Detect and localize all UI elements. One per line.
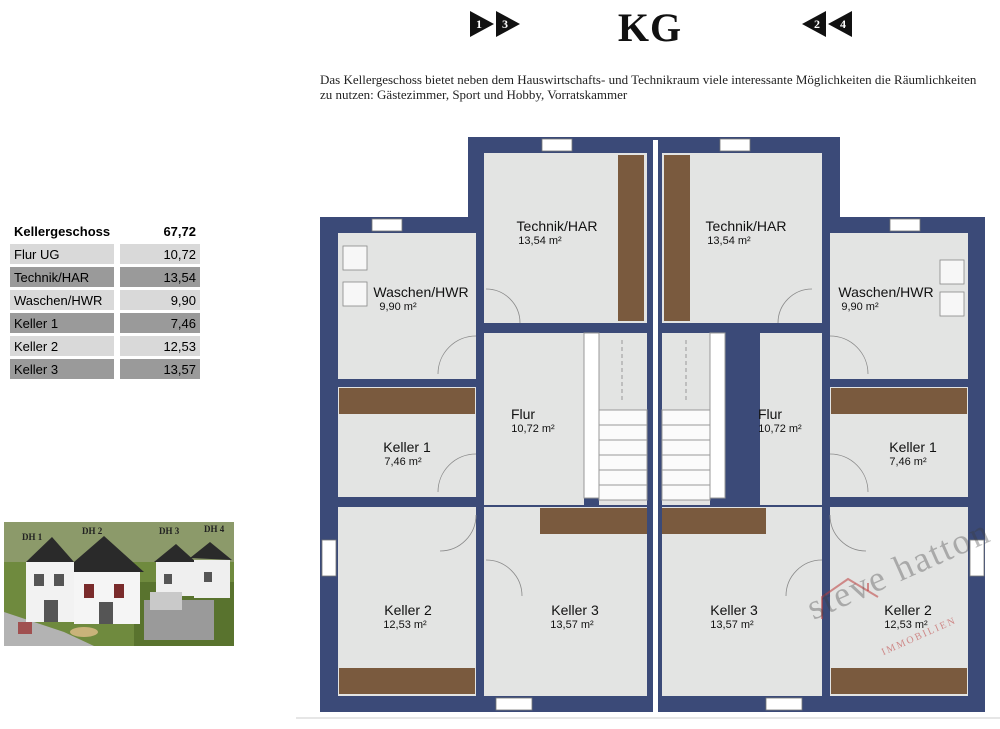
floor-plan-drawing: Technik/HAR 13,54 m² Waschen/HWR 9,90 m²… — [296, 137, 1000, 719]
area-keller3-left: 13,57 m² — [550, 619, 594, 631]
nav-house-4-button[interactable]: 4 — [828, 11, 852, 37]
room-label: Keller 2 — [10, 336, 115, 356]
house-thumbnail[interactable]: DH 1 DH 2 DH 3 DH 4 — [4, 522, 234, 646]
label-flur-left: Flur — [511, 406, 535, 422]
room-value: 12,53 — [120, 336, 200, 356]
label-keller3-right: Keller 3 — [710, 602, 758, 618]
area-keller2-right: 12,53 m² — [884, 619, 928, 631]
label-keller1-right: Keller 1 — [889, 439, 937, 455]
label-keller1-left: Keller 1 — [383, 439, 431, 455]
thumb-label-dh1: DH 1 — [22, 532, 43, 542]
thumb-label-dh4: DH 4 — [204, 524, 225, 534]
area-keller3-right: 13,57 m² — [710, 619, 754, 631]
table-row: Keller 3 13,57 — [10, 359, 200, 379]
room-label: Keller 1 — [10, 313, 115, 333]
floors-left — [338, 153, 647, 696]
nav-right: 2 4 — [802, 10, 852, 38]
thumb-label-dh2: DH 2 — [82, 526, 103, 536]
label-technik-right: Technik/HAR — [706, 218, 787, 234]
staircase-right — [661, 332, 726, 501]
label-waschen-left: Waschen/HWR — [373, 284, 468, 300]
table-row: Waschen/HWR 9,90 — [10, 290, 200, 310]
area-waschen-left: 9,90 m² — [379, 301, 417, 313]
watermark-roof-logo — [821, 577, 879, 619]
room-label: Keller 3 — [10, 359, 115, 379]
area-table-header: Kellergeschoss 67,72 — [10, 221, 200, 241]
area-table-header-label: Kellergeschoss — [10, 221, 115, 241]
room-value: 9,90 — [120, 290, 200, 310]
storage-shelves — [339, 155, 967, 694]
nav-left: 1 3 — [470, 10, 520, 38]
door-swings — [437, 288, 869, 597]
house-rendering: DH 1 DH 2 DH 3 DH 4 — [4, 522, 234, 646]
room-value: 7,46 — [120, 313, 200, 333]
label-flur-right: Flur — [758, 406, 782, 422]
table-row: Technik/HAR 13,54 — [10, 267, 200, 287]
page-title: KG — [617, 5, 683, 50]
room-label: Technik/HAR — [10, 267, 115, 287]
label-technik-left: Technik/HAR — [517, 218, 598, 234]
area-table: Kellergeschoss 67,72 Flur UG 10,72 Techn… — [10, 218, 200, 382]
washing-machines — [342, 245, 965, 317]
label-keller3-left: Keller 3 — [551, 602, 599, 618]
label-keller2-right: Keller 2 — [884, 602, 932, 618]
area-table-header-value: 67,72 — [120, 221, 200, 241]
area-technik-left: 13,54 m² — [518, 235, 562, 247]
room-label: Waschen/HWR — [10, 290, 115, 310]
room-label: Flur UG — [10, 244, 115, 264]
description: Das Kellergeschoss bietet neben dem Haus… — [320, 72, 977, 102]
label-keller2-left: Keller 2 — [384, 602, 432, 618]
area-flur-right: 10,72 m² — [758, 423, 802, 435]
thumb-label-dh3: DH 3 — [159, 526, 180, 536]
nav-house-2-button[interactable]: 2 — [802, 11, 826, 37]
room-value: 13,54 — [120, 267, 200, 287]
room-value: 10,72 — [120, 244, 200, 264]
nav-house-3-button[interactable]: 3 — [496, 11, 520, 37]
floor-plan: Technik/HAR 13,54 m² Waschen/HWR 9,90 m²… — [296, 130, 1000, 720]
table-row: Flur UG 10,72 — [10, 244, 200, 264]
table-row: Keller 2 12,53 — [10, 336, 200, 356]
area-keller1-right: 7,46 m² — [889, 456, 927, 468]
table-row: Keller 1 7,46 — [10, 313, 200, 333]
area-flur-left: 10,72 m² — [511, 423, 555, 435]
staircase-left — [583, 332, 648, 501]
area-technik-right: 13,54 m² — [707, 235, 751, 247]
label-waschen-right: Waschen/HWR — [838, 284, 933, 300]
windows — [321, 138, 985, 711]
area-waschen-right: 9,90 m² — [841, 301, 879, 313]
area-keller2-left: 12,53 m² — [383, 619, 427, 631]
room-value: 13,57 — [120, 359, 200, 379]
area-keller1-left: 7,46 m² — [384, 456, 422, 468]
nav-house-1-button[interactable]: 1 — [470, 11, 494, 37]
